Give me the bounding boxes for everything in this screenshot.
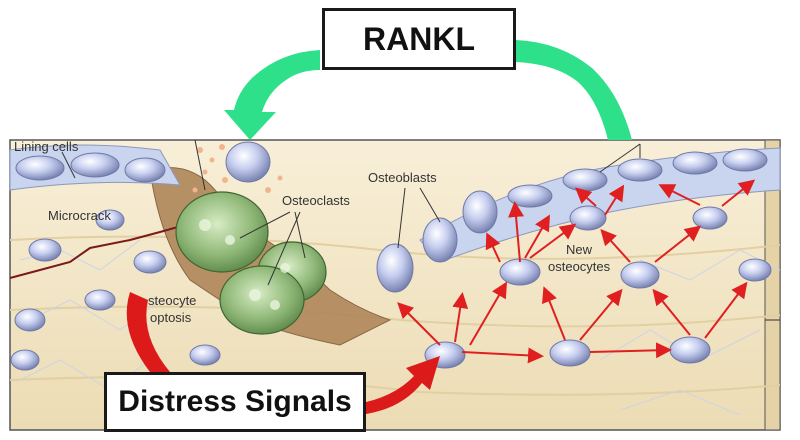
osteoclasts-label: Osteoclasts [282,193,350,208]
lining-cells-label: Lining cells [14,139,79,154]
distress-signals-box: Distress Signals [104,372,366,432]
new-osteocytes-label-1: New [566,242,593,257]
rankl-label-box: RANKL [322,8,516,70]
rankl-label: RANKL [363,21,475,58]
new-osteocytes-label-2: osteocytes [548,259,611,274]
osteocyte-apoptosis-label-2: optosis [150,310,192,325]
osteocyte-apoptosis-label-1: steocyte [148,293,196,308]
microcrack-label: Microcrack [48,208,111,223]
osteoblasts-label: Osteoblasts [368,170,437,185]
distress-signals-label: Distress Signals [118,385,351,419]
precursor-cell [226,142,270,182]
